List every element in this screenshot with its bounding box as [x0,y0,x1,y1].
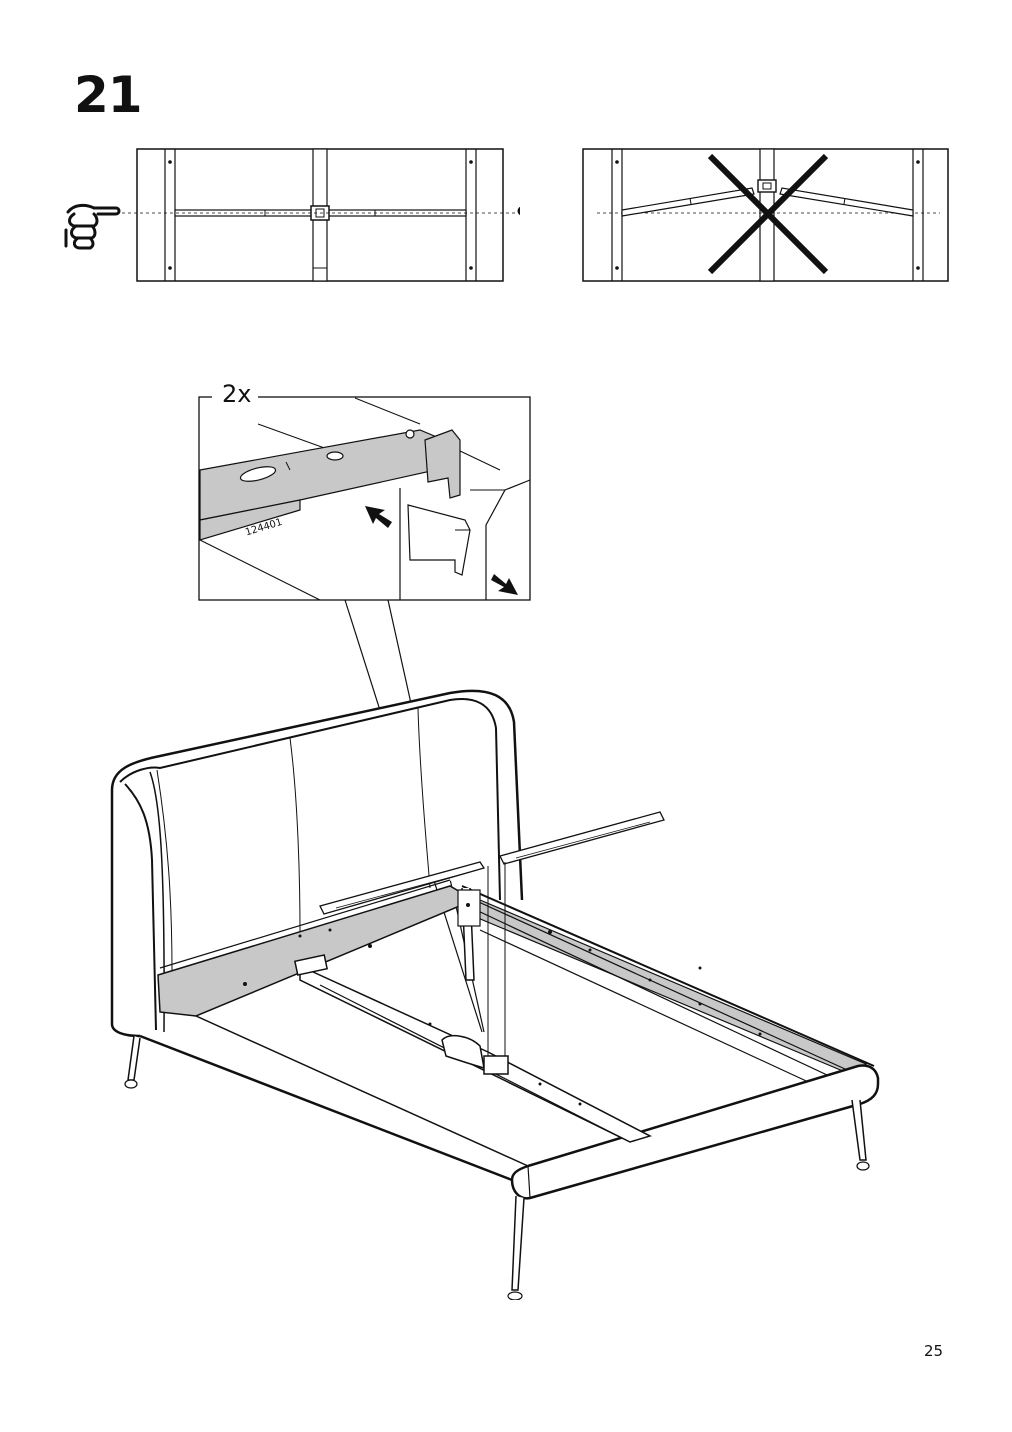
arrow-icon [365,506,392,528]
bed-frame-assembly-illustration [110,390,880,1300]
correct-alignment-diagram [64,148,520,282]
arrow-icon [491,574,518,595]
step-number: 21 [74,66,143,124]
detail-callout [198,390,531,1033]
pointing-hand-icon [64,203,121,250]
cross-mark-icon [707,153,829,275]
quantity-label: 2x [222,380,252,408]
pointing-hand-icon [517,207,520,215]
page-number: 25 [924,1342,944,1360]
incorrect-alignment-diagram [582,148,949,282]
